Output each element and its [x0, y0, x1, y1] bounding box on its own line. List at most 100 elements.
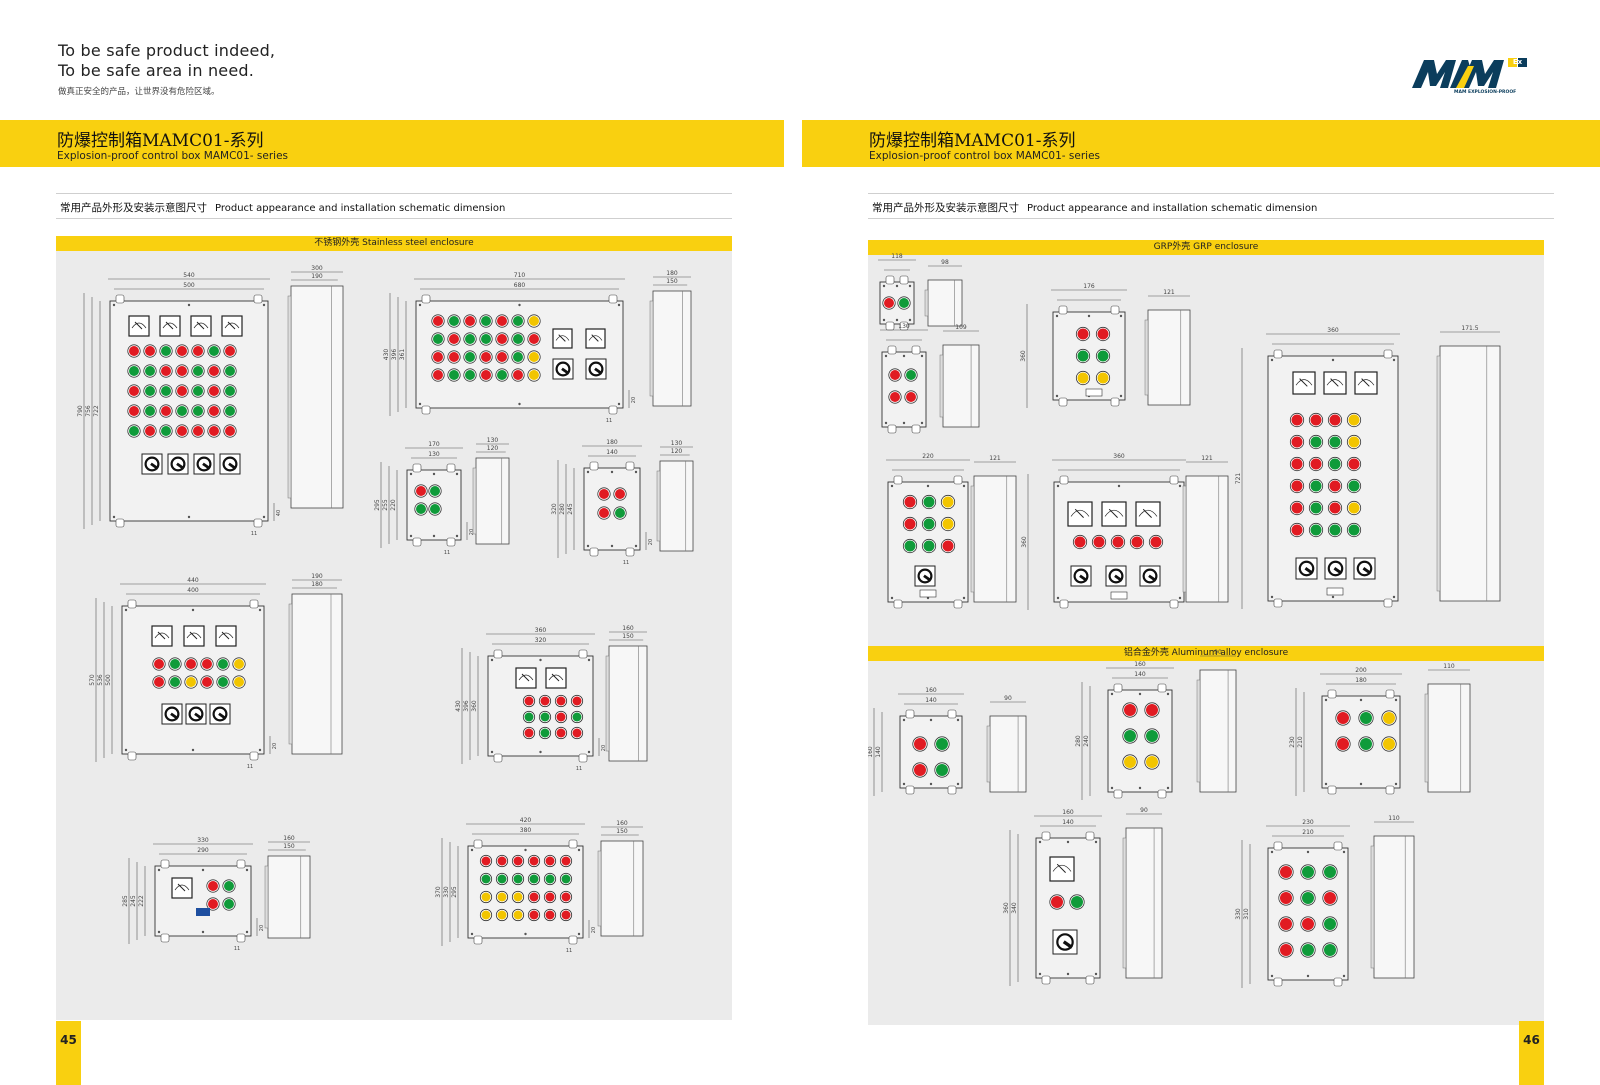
- meter-scale: [174, 884, 190, 891]
- mounting-lug: [1327, 785, 1337, 795]
- indicator-light: [465, 316, 475, 326]
- rotary-switch-handle: [176, 462, 185, 470]
- ex-badge: Ex: [1512, 58, 1523, 66]
- rotary-switch-ring: [917, 568, 933, 584]
- dimension-label: 121: [989, 455, 1001, 462]
- indicator-light: [209, 346, 219, 356]
- indicator-light: [1150, 536, 1162, 548]
- indicator-light: [906, 370, 916, 380]
- indicator-light: [1324, 866, 1336, 878]
- rotary-switch-handle: [170, 712, 179, 720]
- indicator-light: [177, 346, 187, 356]
- dimension-label: 420: [520, 817, 532, 824]
- mounting-lug: [887, 345, 897, 355]
- dimension-label: 160: [1134, 661, 1146, 668]
- mounting-lug: [236, 859, 246, 869]
- mounting-lug: [947, 785, 957, 795]
- rotary-switch-ring: [144, 456, 160, 472]
- dimension-label: 11: [234, 946, 240, 952]
- mounting-lug: [249, 599, 259, 609]
- indicator-light: [914, 738, 926, 750]
- meter-needle: [1142, 508, 1152, 518]
- cover-screw: [1394, 782, 1398, 786]
- cover-screw: [956, 718, 960, 722]
- indicator-light: [209, 386, 219, 396]
- cover-screw: [1342, 974, 1346, 978]
- indicator-light: [923, 496, 935, 508]
- side-view-bracket: [1370, 845, 1375, 969]
- right-drawing-panel: GRP外壳 GRP enclosure 铝合金外壳 Aluminum alloy…: [868, 240, 1544, 1025]
- indicator-light: [497, 874, 507, 884]
- mounting-lug: [1157, 683, 1167, 693]
- indicator-light: [1302, 918, 1314, 930]
- mounting-lug: [568, 839, 578, 849]
- mounting-lug: [947, 709, 957, 719]
- indicator-light: [1112, 536, 1124, 548]
- cover-screw: [539, 750, 542, 754]
- indicator-light: [524, 696, 534, 706]
- cover-screw: [577, 932, 581, 936]
- indicator-light: [481, 874, 491, 884]
- indicator-light: [218, 677, 228, 687]
- dimension-label: 255: [382, 499, 389, 511]
- aluminum-enclosure-strip: 铝合金外壳 Aluminum alloy enclosure: [868, 646, 1544, 661]
- cover-screw: [524, 932, 527, 936]
- indicator-light: [572, 712, 582, 722]
- cover-screw: [1055, 314, 1059, 318]
- mounting-lug: [473, 839, 483, 849]
- indicator-light: [224, 899, 234, 909]
- cover-screw: [1306, 850, 1310, 854]
- indicator-light: [208, 899, 218, 909]
- indicator-light: [1291, 480, 1303, 492]
- indicator-light: [1337, 738, 1349, 750]
- side-view-bracket: [649, 300, 654, 397]
- cover-screw: [1342, 850, 1346, 854]
- meter-scale: [555, 335, 570, 341]
- dimension-label: 222: [138, 895, 145, 907]
- indicator-light: [1291, 502, 1303, 514]
- cover-screw: [258, 608, 262, 612]
- indicator-light: [1146, 704, 1158, 716]
- meter-scale: [1104, 509, 1124, 517]
- stainless-steel-strip: 不锈钢外壳 Stainless steel enclosure: [56, 236, 732, 251]
- right-section-bottom-rule: [868, 218, 1554, 219]
- meter-needle: [1108, 508, 1118, 518]
- cover-screw: [617, 402, 621, 406]
- mounting-lug: [893, 599, 903, 609]
- indicator-light: [1329, 480, 1341, 492]
- meter-needle: [591, 334, 599, 342]
- meter-scale: [1295, 379, 1313, 386]
- dimension-label: 190: [311, 573, 323, 580]
- cover-screw: [1119, 314, 1123, 318]
- cover-screw: [1066, 840, 1070, 844]
- cover-screw: [1038, 972, 1042, 976]
- indicator-light: [1324, 918, 1336, 930]
- meter-scale: [154, 632, 170, 639]
- dimension-label: 790: [77, 405, 84, 417]
- mounting-lug: [953, 475, 963, 485]
- indicator-light: [481, 856, 491, 866]
- dimension-label: 20: [259, 925, 265, 931]
- enclosure-side-view: [989, 715, 1027, 793]
- dimension-label: 245: [130, 895, 137, 907]
- indicator-light: [433, 316, 443, 326]
- mounting-lug: [160, 933, 170, 943]
- rotary-switch-ring: [222, 456, 238, 472]
- meter-needle: [1361, 378, 1370, 387]
- indicator-light: [145, 426, 155, 436]
- cover-screw: [418, 303, 422, 307]
- cover-screw: [1138, 786, 1142, 790]
- cover-screw: [124, 748, 128, 752]
- cover-screw: [1392, 358, 1396, 362]
- cover-screw: [432, 534, 436, 538]
- enclosure-side-view: [1147, 309, 1191, 406]
- indicator-light: [513, 874, 523, 884]
- cover-screw: [245, 930, 249, 934]
- indicator-light: [224, 881, 234, 891]
- cover-screw: [1359, 782, 1363, 786]
- meter-needle: [165, 321, 174, 330]
- rotary-switch-ring: [1356, 560, 1373, 577]
- indicator-light: [202, 677, 212, 687]
- meter-scale: [588, 335, 603, 341]
- side-view-bracket: [597, 850, 602, 927]
